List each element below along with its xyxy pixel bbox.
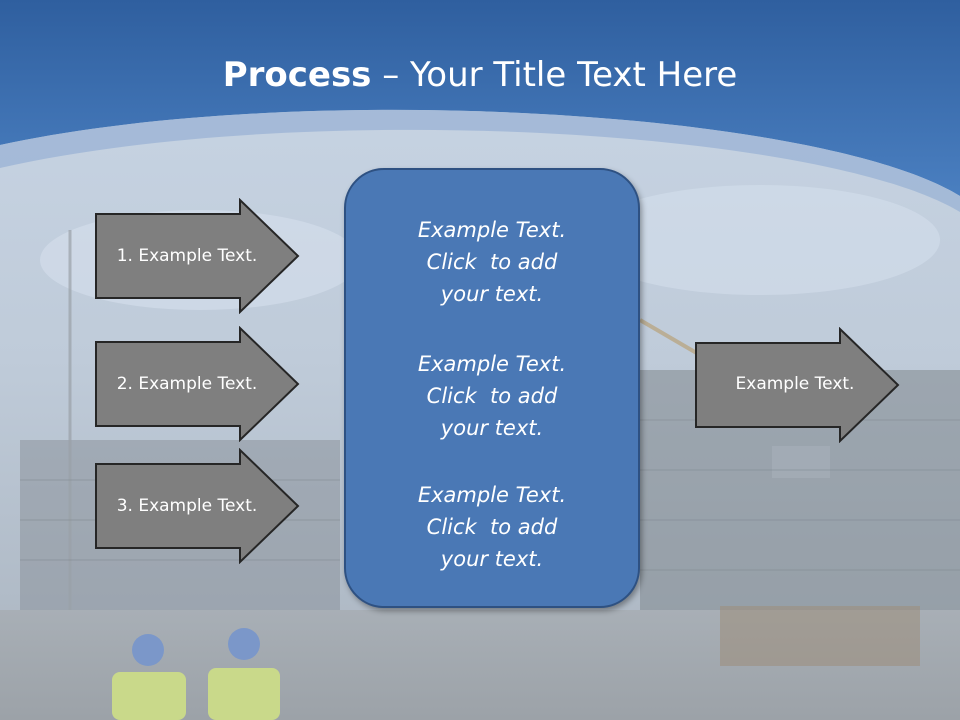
arrow-label: 1. Example Text. bbox=[116, 246, 258, 266]
center-text-box[interactable]: Example Text. Click to add your text. Ex… bbox=[344, 168, 640, 608]
arrow-shape bbox=[695, 327, 900, 443]
arrow-label: Example Text. bbox=[735, 374, 855, 394]
box-paragraph-1: Example Text. Click to add your text. bbox=[417, 218, 567, 306]
box-paragraph-3: Example Text. Click to add your text. bbox=[417, 483, 567, 571]
arrow-label: 3. Example Text. bbox=[116, 496, 258, 516]
process-arrow-1[interactable]: 1. Example Text. bbox=[94, 198, 300, 314]
slide-title[interactable]: Process – Your Title Text Here bbox=[0, 52, 960, 98]
box-paragraph-2: Example Text. Click to add your text. bbox=[417, 352, 567, 440]
process-arrow-2[interactable]: 2. Example Text. bbox=[94, 326, 300, 442]
title-rest-part: – Your Title Text Here bbox=[371, 55, 738, 95]
output-arrow[interactable]: Example Text. bbox=[694, 327, 900, 443]
arrow-shape bbox=[95, 326, 300, 442]
arrow-label: 2. Example Text. bbox=[116, 374, 258, 394]
arrow-shape bbox=[95, 198, 300, 314]
title-bold-part: Process bbox=[222, 55, 372, 95]
arrow-shape bbox=[95, 448, 300, 564]
process-arrow-3[interactable]: 3. Example Text. bbox=[94, 448, 300, 564]
